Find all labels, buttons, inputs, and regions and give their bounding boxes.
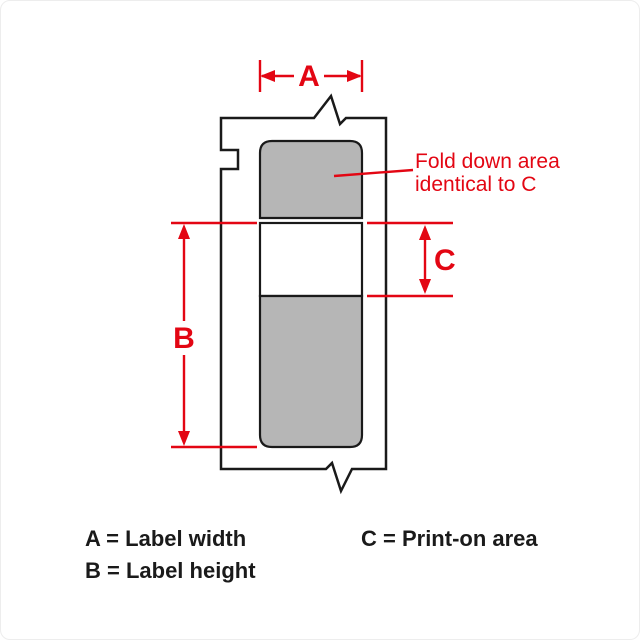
dim-c-arrowhead-up <box>419 225 431 240</box>
dim-b-extension-lines <box>171 221 257 449</box>
dim-c-extension-lines <box>367 221 453 298</box>
label-fold-down-area <box>258 139 364 220</box>
legend-label-height: B = Label height <box>85 558 256 583</box>
dim-c-arrowhead-down <box>419 279 431 294</box>
fold-note-line1: Fold down area <box>415 150 560 173</box>
liner-outline-group <box>219 93 388 495</box>
fold-note-leader-line <box>333 168 414 178</box>
dim-c-label: C <box>434 244 456 277</box>
label-print-on-area <box>258 221 364 298</box>
dim-a-arrowhead-right <box>347 70 362 82</box>
label-shape-group <box>258 139 364 449</box>
fold-note-line2: identical to C <box>415 173 536 196</box>
legend-print-on-area: C = Print-on area <box>361 526 538 551</box>
dim-a-arrowhead-left <box>260 70 275 82</box>
dim-a-label: A <box>298 60 320 93</box>
dim-b-label: B <box>173 322 195 355</box>
label-lower-area <box>258 294 364 449</box>
dim-b-arrowhead-down <box>178 431 190 446</box>
dim-b-arrowhead-up <box>178 224 190 239</box>
dimension-arrowheads-group <box>178 70 431 446</box>
liner-outline-path <box>219 93 388 495</box>
legend-label-width: A = Label width <box>85 526 246 551</box>
